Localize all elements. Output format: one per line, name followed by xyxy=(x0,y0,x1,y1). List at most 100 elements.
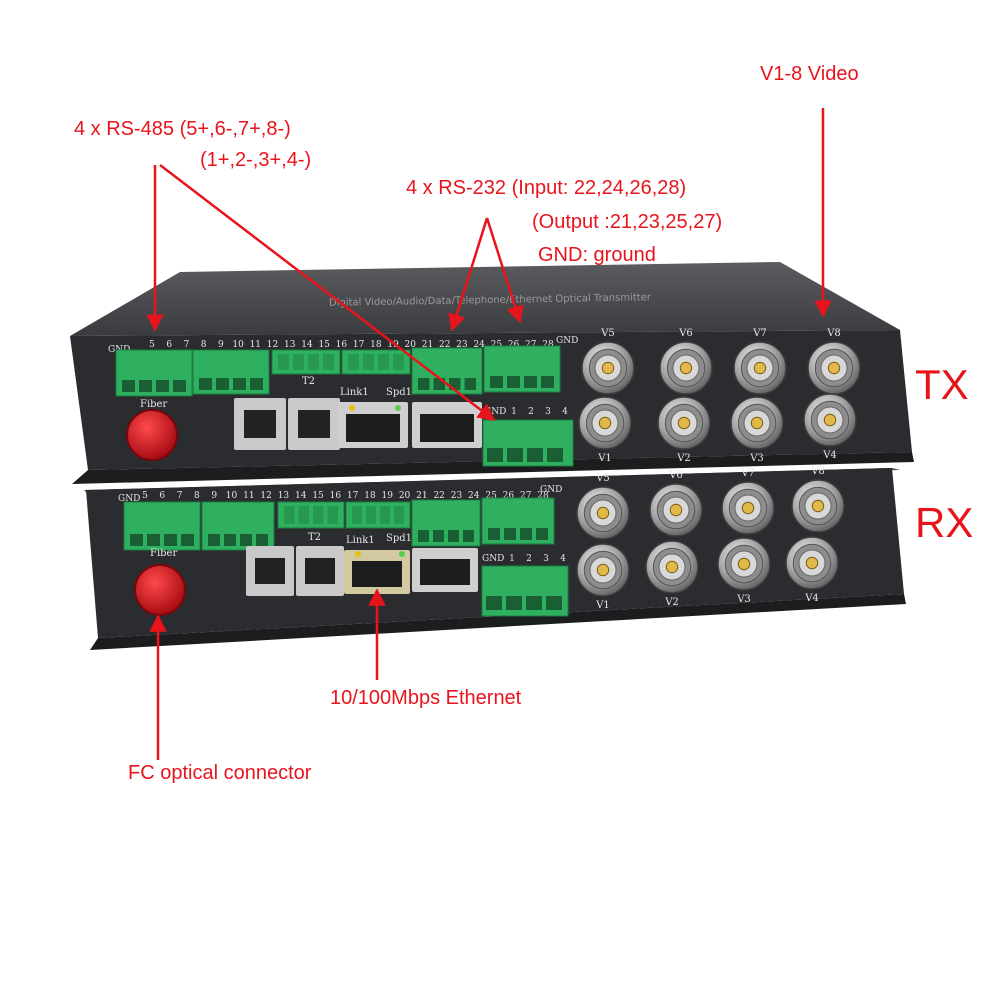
tx-fiber-label: Fiber xyxy=(140,399,167,410)
tx-pin-7: 7 xyxy=(184,340,190,350)
tx-label-v1: V1 xyxy=(597,453,612,464)
rx-telephone-ports xyxy=(246,546,344,596)
rx-pin-28: 28 xyxy=(537,491,549,501)
tx-pin-13: 13 xyxy=(284,340,296,350)
rx-label-v8: V8 xyxy=(810,466,825,477)
rx-terminal-block-3[interactable] xyxy=(277,501,345,529)
rx-label: RX xyxy=(915,499,974,546)
rx-bnc-v6[interactable] xyxy=(649,483,703,537)
tx-t2-label: T2 xyxy=(299,0,312,3)
rx-pin-10: 10 xyxy=(226,491,238,501)
rx-spd1-label: Spd1 xyxy=(386,533,412,544)
rx-bnc-v7[interactable] xyxy=(721,481,775,535)
arrow-rs232-right xyxy=(485,217,524,324)
rx-bnc-v3[interactable] xyxy=(717,537,771,591)
fc-callout: FC optical connector xyxy=(128,762,312,784)
ethernet-callout: 10/100Mbps Ethernet xyxy=(330,687,522,709)
tx-bnc-v1[interactable] xyxy=(578,396,632,450)
tx-pin-6: 6 xyxy=(166,340,172,350)
tx-bnc-v4[interactable] xyxy=(803,393,857,447)
tx-pin-18: 18 xyxy=(370,340,382,350)
tx-t2-label-2: T2 xyxy=(302,376,315,387)
rs232-callout-gnd: GND: ground xyxy=(538,244,656,266)
rx-aux-pin-2: 2 xyxy=(526,554,532,564)
tx-pin-17: 17 xyxy=(353,340,365,350)
tx-fiber-connector[interactable] xyxy=(126,409,178,461)
rx-terminal-block-2[interactable] xyxy=(201,501,275,551)
tx-terminal-block-2[interactable] xyxy=(192,349,270,395)
tx-terminal-block-3[interactable] xyxy=(271,349,341,375)
rx-bnc-v4[interactable] xyxy=(785,536,839,590)
video-callout: V1-8 Video xyxy=(760,63,859,85)
rx-label-v6: V6 xyxy=(668,470,683,481)
rx-ethernet-ports xyxy=(344,548,478,594)
tx-terminal-block-1[interactable] xyxy=(115,349,193,397)
rx-terminal-block-6[interactable] xyxy=(481,497,555,545)
tx-pin-23: 23 xyxy=(456,340,468,350)
tx-pin-22: 22 xyxy=(439,340,450,350)
rx-bnc-v8[interactable] xyxy=(791,479,845,533)
tx-pin-10: 10 xyxy=(232,340,244,350)
rx-aux-terminal xyxy=(481,565,569,617)
tx-terminal-block-6[interactable] xyxy=(483,345,561,393)
rx-pin-22: 22 xyxy=(433,491,444,501)
tx-pin-5: 5 xyxy=(149,340,155,350)
rx-terminal-block-5[interactable] xyxy=(411,499,481,547)
tx-pin-20: 20 xyxy=(405,340,417,350)
tx-label-v5: V5 xyxy=(600,328,615,339)
rx-pin-25: 25 xyxy=(485,491,497,501)
tx-aux-pin-4: 4 xyxy=(562,407,568,417)
tx-label-v3: V3 xyxy=(749,453,764,464)
rx-pin-19: 19 xyxy=(382,491,394,501)
tx-pin-25: 25 xyxy=(491,340,503,350)
rx-bnc-v2[interactable] xyxy=(645,540,699,594)
tx-bnc-v7[interactable] xyxy=(733,341,787,395)
tx-aux-pin-1: 1 xyxy=(511,407,517,417)
arrow-rs485-to-aux-terminal xyxy=(159,164,496,422)
tx-pin-8: 8 xyxy=(201,340,207,350)
rs485-callout-title: 4 x RS-485 (5+,6-,7+,8-) xyxy=(74,118,291,140)
rx-fiber-connector[interactable] xyxy=(134,564,186,616)
tx-pin-9: 9 xyxy=(218,340,224,350)
rx-pin-9: 9 xyxy=(211,491,217,501)
tx-bnc-v5[interactable] xyxy=(581,341,635,395)
rs485-callout-sub: (1+,2-,3+,4-) xyxy=(200,149,312,171)
tx-pin-26: 26 xyxy=(508,340,520,350)
tx-terminal-block-4[interactable] xyxy=(341,349,411,375)
tx-pin-28: 28 xyxy=(542,340,554,350)
rx-pin-14: 14 xyxy=(295,491,307,501)
tx-terminal-block-5[interactable] xyxy=(411,347,483,395)
rx-aux-pin-1: 1 xyxy=(509,554,515,564)
tx-bnc-v6[interactable] xyxy=(659,341,713,395)
rx-pin-21: 21 xyxy=(416,491,427,501)
rx-bnc-v5[interactable] xyxy=(576,486,630,540)
tx-gnd-right-label: GND xyxy=(556,336,578,346)
tx-top-panel xyxy=(70,262,900,336)
rx-label-v7: V7 xyxy=(740,468,755,479)
tx-pin-14: 14 xyxy=(301,340,313,350)
rx-terminal-block-4[interactable] xyxy=(345,501,411,529)
tx-bnc-v8[interactable] xyxy=(807,341,861,395)
rs232-callout-output: (Output :21,23,25,27) xyxy=(532,211,723,233)
rx-pin-26: 26 xyxy=(503,491,515,501)
tx-pin-16: 16 xyxy=(336,340,348,350)
tx-pin-11: 11 xyxy=(250,340,261,350)
tx-bnc-v2[interactable] xyxy=(657,396,711,450)
rs232-callout-title: 4 x RS-232 (Input: 22,24,26,28) xyxy=(406,177,687,199)
tx-pin-24: 24 xyxy=(473,340,485,350)
rx-fiber-label: Fiber xyxy=(150,548,177,559)
rx-pin-15: 15 xyxy=(312,491,324,501)
rx-label-v5: V5 xyxy=(595,473,610,484)
tx-bnc-v3[interactable] xyxy=(730,396,784,450)
rx-pin-13: 13 xyxy=(278,491,290,501)
tx-label-v8: V8 xyxy=(826,328,841,339)
rx-terminal-block-1[interactable] xyxy=(123,501,201,551)
rx-terminal-blocks xyxy=(123,497,555,551)
rx-bnc-v1[interactable] xyxy=(576,543,630,597)
tx-label-v2: V2 xyxy=(676,453,691,464)
